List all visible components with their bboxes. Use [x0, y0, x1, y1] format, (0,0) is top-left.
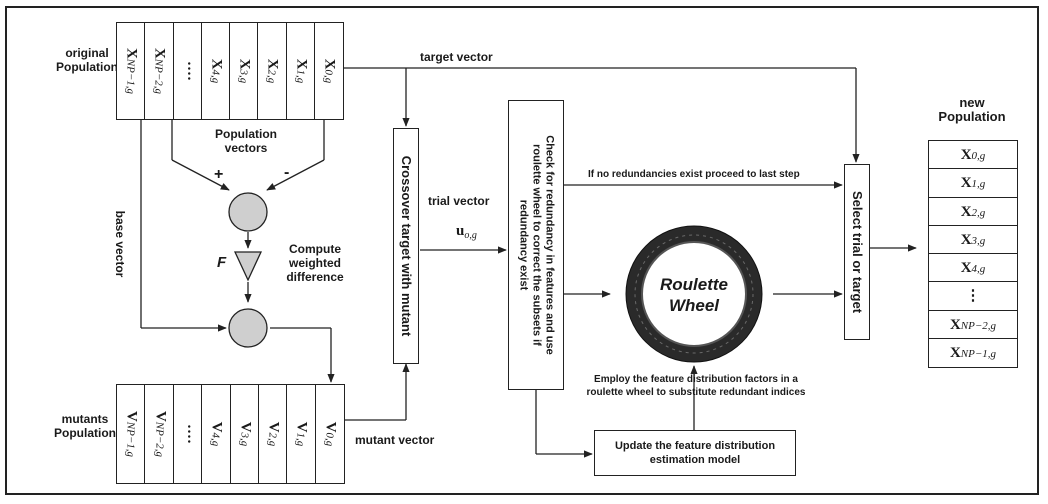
trial-vector-symbol: uo,g [456, 224, 477, 243]
new-population-cell: X4,g [929, 254, 1017, 282]
orig_cells-cell: ···· [174, 23, 202, 119]
plus-sign: + [214, 168, 223, 182]
trial-vector-label: trial vector [428, 194, 489, 208]
difference-operator-circle [229, 193, 267, 231]
orig_cells-cell: XNP−1,g [117, 23, 145, 119]
orig_cells-cell: X3,g [230, 23, 258, 119]
mutant_cells-cell: ···· [174, 385, 202, 483]
no-redundancy-label: If no redundancies exist proceed to last… [588, 168, 800, 182]
orig_cells-cell: X0,g [315, 23, 343, 119]
new-population-cell: X0,g [929, 141, 1017, 169]
scale-factor-F: F [217, 256, 226, 270]
orig_cells-cell: X2,g [258, 23, 286, 119]
mutant_cells-cell: V2,g [259, 385, 287, 483]
sum-operator-circle [229, 309, 267, 347]
new-population-cell: ⋮ [929, 282, 1017, 310]
orig_cells-cell: X1,g [287, 23, 315, 119]
mutant_cells-cell: V0,g [316, 385, 344, 483]
orig_cells-cell: XNP−2,g [145, 23, 173, 119]
employ-feature-distribution-label: Employ the feature distribution factors … [572, 373, 820, 399]
new-population-label: new Population [932, 96, 1012, 124]
check-redundancy-label: Check for redundancy in features and use… [517, 135, 556, 354]
new-population-cell: XNP−1,g [929, 339, 1017, 367]
mutant_cells-cell: V3,g [231, 385, 259, 483]
crossover-label: Crossover target with mutant [399, 156, 413, 337]
new-population-cell: X3,g [929, 226, 1017, 254]
mutant_cells-cell: VNP−1,g [117, 385, 145, 483]
mutant_cells-cell: V1,g [287, 385, 315, 483]
minus-sign: - [284, 166, 289, 180]
base-vector-label: base vector [113, 211, 127, 278]
update-model-label: Update the feature distribution estimati… [594, 439, 796, 467]
new-population-cell: X1,g [929, 169, 1017, 197]
orig_cells-cell: X4,g [202, 23, 230, 119]
mutant-vector-label: mutant vector [355, 433, 434, 447]
mutant_cells-cell: V4,g [202, 385, 230, 483]
mutant_cells-cell: VNP−2,g [145, 385, 173, 483]
roulette-wheel-label: Roulette Wheel [644, 274, 744, 316]
new-population-cell: XNP−2,g [929, 311, 1017, 339]
compute-weighted-difference-label: Compute weighted difference [270, 242, 360, 284]
population-vectors-label: Population vectors [196, 127, 296, 155]
new-population-cell: X2,g [929, 198, 1017, 226]
select-label: Select trial or target [850, 191, 864, 313]
scale-factor-triangle [235, 252, 261, 280]
target-vector-label: target vector [420, 50, 493, 64]
